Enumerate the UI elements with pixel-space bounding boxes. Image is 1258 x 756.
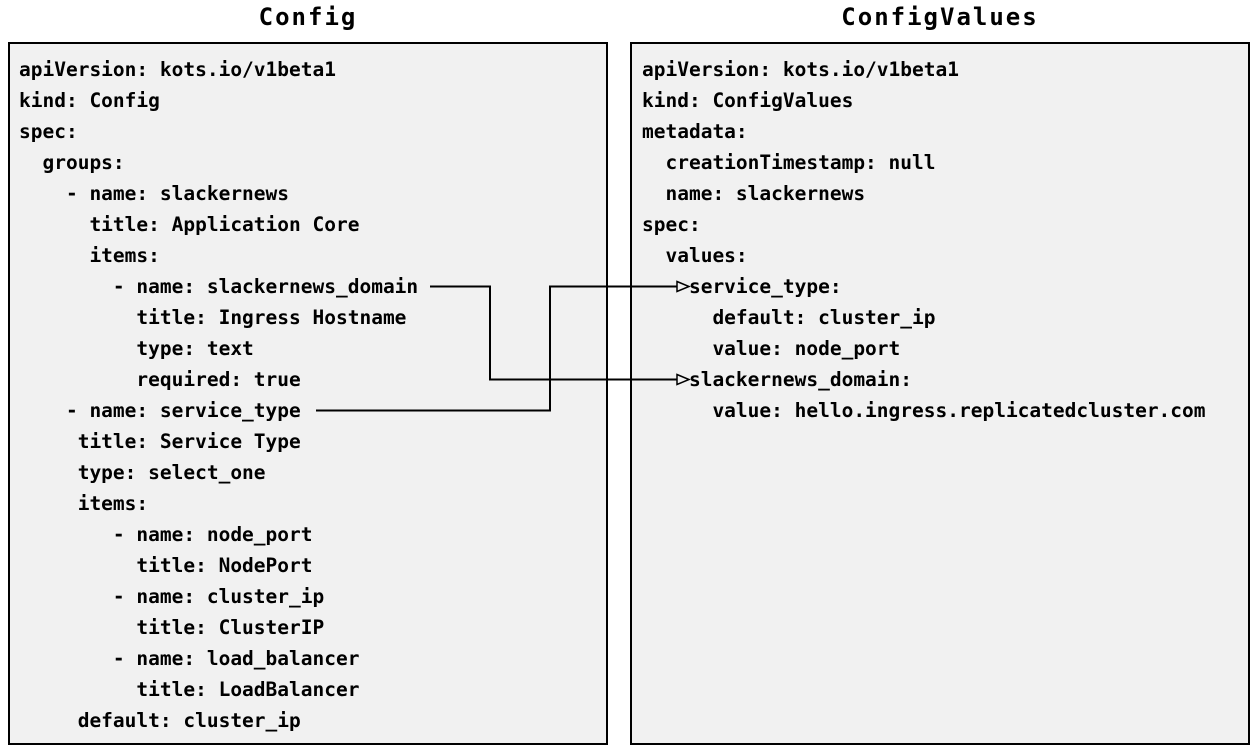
config-title: Config — [258, 3, 358, 31]
config-yaml-code: apiVersion: kots.io/v1beta1 kind: Config… — [19, 58, 419, 732]
configvalues-title: ConfigValues — [841, 3, 1039, 31]
config-panel: apiVersion: kots.io/v1beta1 kind: Config… — [8, 42, 608, 745]
configvalues-panel: apiVersion: kots.io/v1beta1 kind: Config… — [630, 42, 1250, 745]
configvalues-yaml-code: apiVersion: kots.io/v1beta1 kind: Config… — [642, 58, 1206, 422]
